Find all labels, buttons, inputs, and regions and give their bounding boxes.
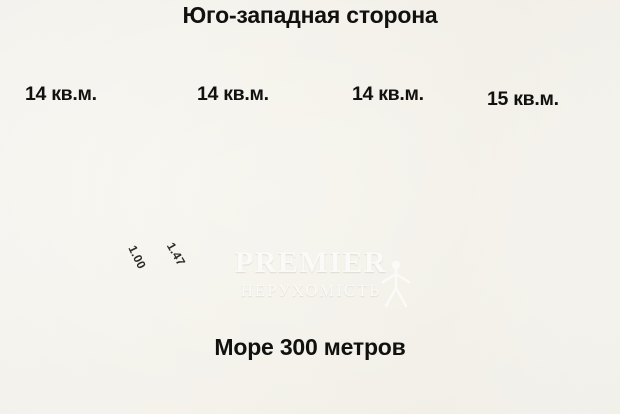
- balcony-threshold: [96, 286, 233, 320]
- room-label-3: 14 кв.м.: [352, 83, 424, 105]
- room-label-2: 14 кв.м.: [197, 83, 269, 105]
- page-title-bottom: Море 300 метров: [214, 334, 406, 360]
- room-label-4: 15 кв.м.: [487, 88, 559, 110]
- bathroom-3: [425, 176, 490, 310]
- room-label-1: 14 кв.м.: [25, 83, 97, 105]
- bathroom-2: [270, 153, 340, 292]
- bathroom-4: [486, 176, 561, 310]
- page-title-top: Юго-западная сторона: [182, 2, 438, 28]
